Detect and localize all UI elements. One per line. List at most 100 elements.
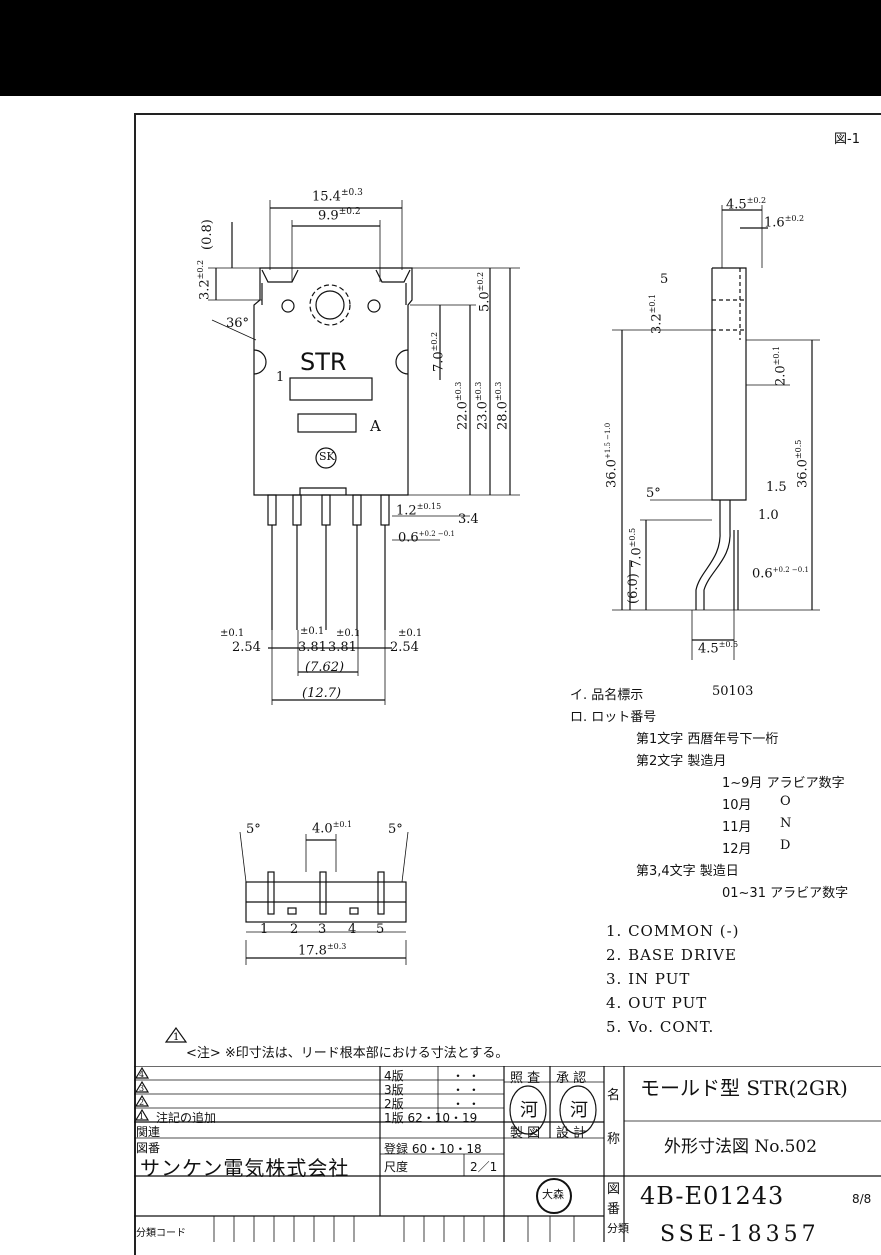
label-seizu: 製 図 [510, 1126, 541, 1141]
label-scale: 尺度 [384, 1160, 409, 1174]
front-mark-a: A [370, 417, 381, 435]
dim-h-70: 7.0±0.2 [430, 331, 447, 372]
drawing-number: 4B-E01243 [640, 1182, 785, 1210]
dim-pitch-762: (7.62) [305, 660, 345, 675]
label-name-1: 名 [607, 1088, 621, 1103]
bottom-width: 17.8±0.3 [298, 942, 347, 959]
mounting-hole-dashed [309, 284, 351, 326]
tab-left [261, 269, 299, 283]
dim-width-total: 15.4±0.3 [312, 188, 363, 205]
side-d-15: 1.5 [766, 480, 787, 495]
dim-lead-12: 1.2±0.15 [396, 502, 442, 519]
note-months-1-9: 1~9月 アラビア数字 [722, 776, 845, 791]
dim-top-32: 3.2±0.2 [196, 259, 213, 300]
scanner-black-border [0, 0, 881, 96]
front-view [208, 200, 520, 705]
dim-lead-06: 0.6+0.2 −0.1 [398, 530, 455, 546]
pin-list-2: 2. BASE DRIVE [606, 946, 737, 964]
edition-1: 1版 62・10・19 [384, 1111, 478, 1125]
title-block: 4 3 2 1 注記の追加 4版 3版 2版 1版 62・10・19 ・ ・ ・… [134, 1066, 881, 1247]
note-m11: 11月 [722, 820, 752, 835]
dim-pitch-tol-4: ±0.1 [398, 628, 423, 639]
side-body-outline [711, 267, 747, 501]
side-h-60: (6.0) [626, 573, 641, 604]
revision-triangle-number: 1 [173, 1032, 179, 1043]
edition-4-ditto: ・ ・ [452, 1069, 480, 1083]
front-marking: STR [300, 348, 347, 376]
side-t-06: 0.6+0.2 −0.1 [752, 566, 809, 582]
small-hole-right [367, 299, 381, 313]
stamp-b: 河 [570, 1100, 588, 1121]
rev-3-number: 3 [139, 1084, 144, 1093]
stamp-circle-c [536, 1178, 572, 1214]
stamp-a: 河 [520, 1100, 538, 1121]
label-kanren: 関連 [136, 1125, 161, 1139]
dim-h-220: 22.0±0.3 [454, 381, 471, 430]
small-hole-left [281, 299, 295, 313]
side-notch-left [253, 349, 267, 375]
mounting-hole [315, 290, 345, 320]
label-shosa: 照 査 [510, 1071, 541, 1086]
bottom-pin-5: 5 [376, 922, 385, 937]
note-m11-code: N [780, 816, 792, 831]
dim-top-08: (0.8) [200, 219, 215, 250]
figure-label: 図-1 [834, 132, 860, 147]
side-angle-5: 5° [646, 486, 661, 501]
note-item-i: イ. 品名標示 [570, 688, 644, 703]
dim-width-inner: 9.9±0.2 [318, 207, 361, 224]
note-char1: 第1文字 西暦年号下一桁 [636, 732, 779, 747]
rev-2-number: 2 [139, 1098, 144, 1107]
note-item-ro: ロ. ロット番号 [570, 710, 657, 725]
dim-pitch-254-right: 2.54 [390, 640, 419, 655]
drawing-title: 外形寸法図 No.502 [664, 1137, 818, 1157]
stamp-circle-a [509, 1085, 547, 1135]
pin-list-3: 3. IN PUT [606, 970, 691, 988]
note-char34: 第3,4文字 製造日 [636, 864, 739, 879]
product-name: モールド型 STR(2GR) [640, 1076, 848, 1100]
side-d-20: 2.0±0.1 [772, 345, 789, 386]
label-zu-1: 図 [607, 1182, 621, 1197]
side-h-360-right: 36.0±0.5 [794, 439, 811, 488]
stamp-c: 大森 [542, 1188, 564, 1201]
bottom-view [239, 831, 409, 965]
scale-value: 2／1 [470, 1160, 498, 1174]
dim-h-230: 23.0±0.3 [474, 381, 491, 430]
bottom-code: SSE-18357 [660, 1222, 820, 1247]
bottom-pitch: 4.0±0.1 [312, 820, 353, 837]
label-sekkei: 設 計 [556, 1126, 587, 1141]
label-zu-2: 番 [607, 1202, 621, 1217]
sheet-number: 8/8 [852, 1192, 872, 1206]
dim-lead-34: 3.4 [458, 512, 479, 527]
edition-2-ditto: ・ ・ [452, 1097, 480, 1111]
bottom-pin-2: 2 [290, 922, 299, 937]
dim-pitch-381-right: 3.81 [328, 640, 357, 655]
bottom-pin-3: 3 [318, 922, 327, 937]
bottom-angle-left: 5° [246, 822, 261, 837]
edition-4: 4版 [384, 1069, 404, 1083]
note-char2: 第2文字 製造月 [636, 754, 727, 769]
label-bun: 分類 [607, 1222, 629, 1235]
edition-2: 2版 [384, 1097, 404, 1111]
front-pin-one: 1 [276, 370, 285, 385]
side-w-16: 1.6±0.2 [764, 214, 805, 231]
note-m12-code: D [780, 838, 791, 853]
registered-date: 登録 60・10・18 [384, 1142, 482, 1156]
note-days: 01~31 アラビア数字 [722, 886, 849, 901]
rev-1-note: 注記の追加 [156, 1111, 217, 1125]
side-d-32: 3.2±0.1 [648, 293, 665, 334]
company-name: サンケン電気株式会社 [140, 1156, 350, 1180]
bottom-angle-right: 5° [388, 822, 403, 837]
side-d-5: 5 [660, 272, 669, 287]
side-d-10: 1.0 [758, 508, 779, 523]
bottom-pin-1: 1 [260, 922, 269, 937]
side-view [612, 205, 820, 660]
edition-3: 3版 [384, 1083, 404, 1097]
pin-list-5: 5. Vo. CONT. [606, 1018, 715, 1036]
label-shonin: 承 認 [556, 1071, 587, 1086]
side-notch-right [395, 349, 409, 375]
note-m12: 12月 [722, 842, 752, 857]
title-block-grid: 4 3 2 1 [134, 1066, 881, 1242]
tab-right [375, 269, 411, 283]
label-class-code: 分類コード [136, 1228, 186, 1239]
side-lead-bend [695, 529, 721, 610]
